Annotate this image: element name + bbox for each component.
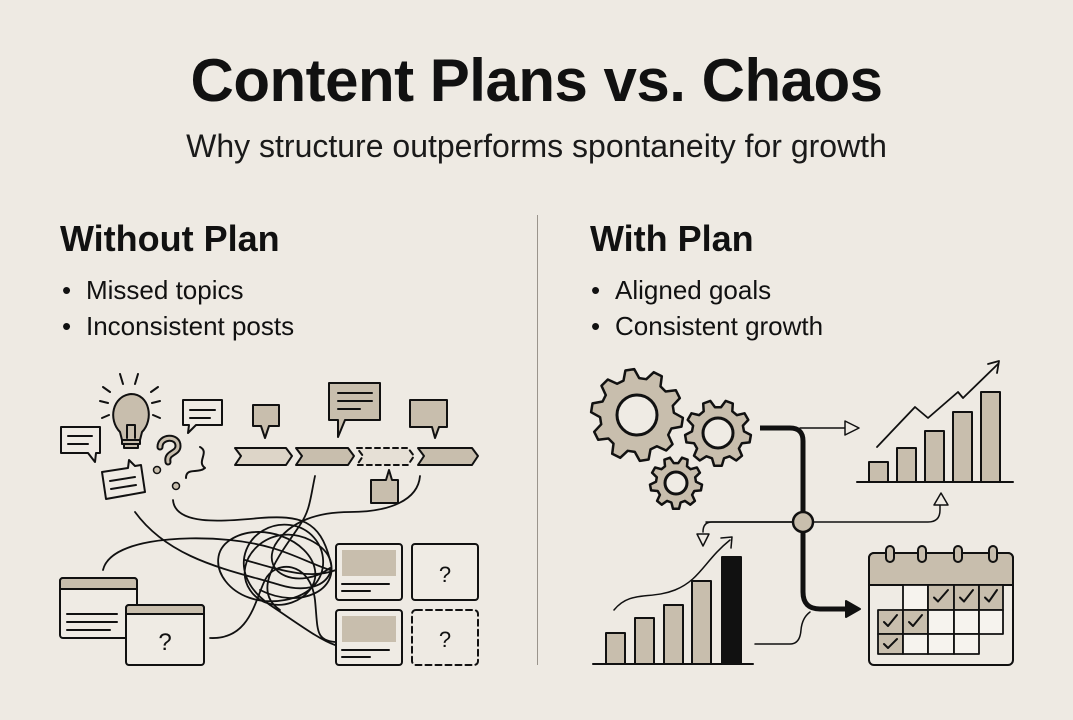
growth-bar-chart-icon — [856, 360, 1014, 483]
tangled-lines — [102, 475, 421, 646]
question-mark-icon — [152, 434, 206, 491]
bullet-item: Aligned goals — [591, 272, 823, 308]
without-plan-heading: Without Plan — [60, 218, 280, 259]
checkmark-icon — [908, 614, 923, 627]
column-divider — [537, 215, 538, 665]
calendar-day-cell — [978, 609, 1004, 635]
comment-bubbles — [252, 382, 448, 504]
checkmark-icon — [933, 589, 949, 603]
calendar-day-cell — [902, 584, 929, 611]
checkmark-icon — [959, 589, 974, 603]
with-plan-bullets: Aligned goals Consistent growth — [591, 272, 823, 344]
calendar-day-cell — [902, 633, 929, 655]
gear-hole — [615, 393, 659, 437]
flow-connectors — [696, 420, 949, 645]
speech-bubble-icon — [60, 399, 223, 500]
results-bar-chart-icon — [592, 536, 754, 665]
checkmark-icon — [984, 589, 998, 603]
calendar-icon — [868, 545, 1014, 666]
unknown-mark: ? — [439, 627, 451, 652]
bullet-item: Consistent growth — [591, 308, 823, 344]
page-subtitle: Why structure outperforms spontaneity fo… — [186, 128, 887, 164]
calendar-day-cell — [877, 633, 904, 655]
checkmark-icon — [883, 638, 898, 649]
content-cards: ? ? — [335, 543, 479, 666]
unknown-mark: ? — [158, 629, 171, 656]
calendar-day-cell — [953, 609, 980, 635]
gear-hole — [663, 470, 689, 496]
unknown-mark: ? — [439, 562, 451, 587]
calendar-day-cell — [927, 633, 955, 655]
gear-hole — [701, 416, 735, 450]
page-title: Content Plans vs. Chaos — [190, 47, 883, 114]
lightbulb-icon — [99, 373, 161, 449]
timeline-chevrons — [234, 447, 479, 466]
checkmark-icon — [883, 614, 898, 627]
calendar-day-cell — [953, 633, 980, 655]
browser-window-icon: ? — [59, 577, 205, 666]
with-plan-heading: With Plan — [590, 218, 754, 259]
bullet-item: Inconsistent posts — [62, 308, 294, 344]
bullet-item: Missed topics — [62, 272, 294, 308]
gears-icon — [589, 367, 753, 511]
without-plan-bullets: Missed topics Inconsistent posts — [62, 272, 294, 344]
calendar-day-cell — [927, 609, 955, 635]
